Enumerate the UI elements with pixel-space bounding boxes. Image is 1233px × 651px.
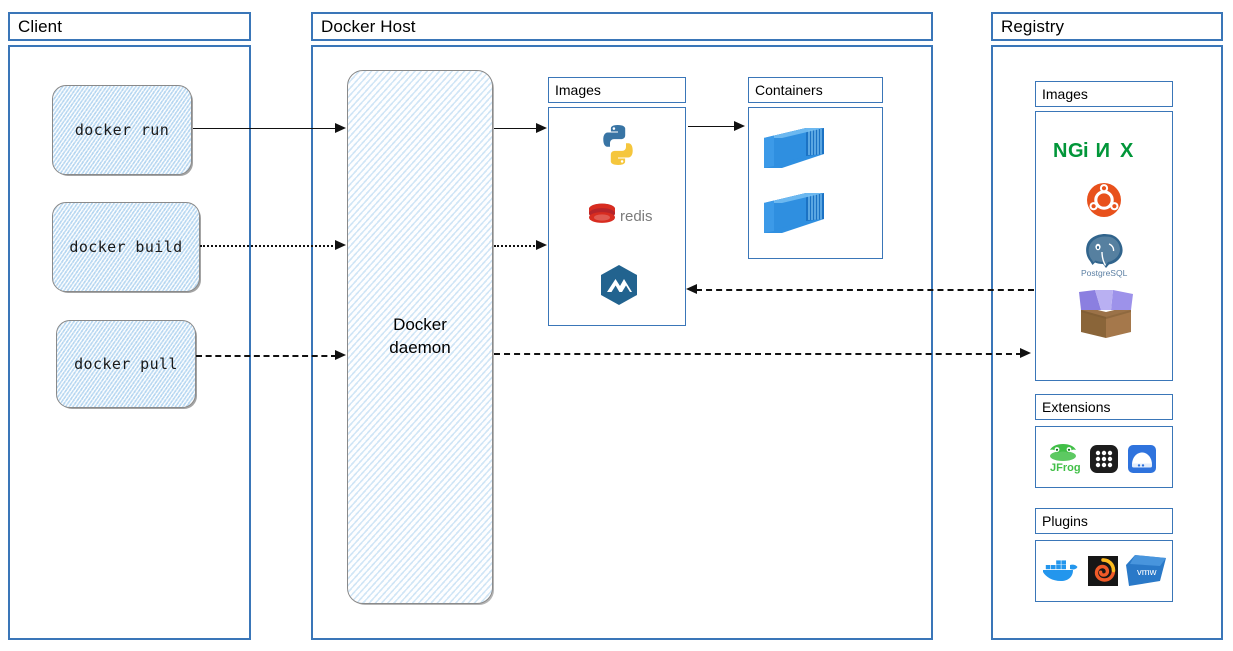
box-flap-left (1079, 290, 1101, 310)
registry-images-header: Images (1035, 81, 1173, 107)
postgres-elephant (1086, 234, 1123, 268)
python-lower-path (610, 143, 633, 165)
grid-dots-icon (1090, 445, 1118, 473)
grid-dots-svg (1090, 445, 1118, 473)
ubuntu-logo (1086, 182, 1122, 218)
connector-daemon-to-registry (494, 353, 1022, 355)
connector-pull-to-daemon (196, 355, 337, 357)
nginx-wordmark-x: X (1120, 140, 1134, 162)
registry-plugins-header: Plugins (1035, 508, 1173, 534)
postgresql-logo: PostgreSQL (1076, 232, 1134, 278)
docker-whale-body (1043, 560, 1078, 581)
jfrog-logo-svg: JFrog (1050, 444, 1080, 474)
container-icon (762, 189, 826, 239)
connector-run-to-daemon (193, 128, 337, 129)
arrowhead-run-to-daemon (335, 123, 346, 133)
open-box-icon (1073, 288, 1139, 342)
vmware-shape-top (1130, 555, 1166, 566)
redis-logo-svg: redis (589, 203, 653, 225)
host-images-body (548, 107, 686, 326)
arrowhead-build-to-daemon (335, 240, 346, 250)
box-flap-center (1095, 290, 1113, 310)
host-containers-header-label: Containers (755, 82, 823, 98)
disk-icon-svg (1128, 445, 1156, 473)
open-box-svg (1079, 290, 1133, 338)
python-logo-svg (603, 125, 633, 165)
redis-logo: redis (588, 200, 654, 230)
vmware-wordmark: vmw (1137, 567, 1157, 578)
hexagon-logo (598, 263, 640, 307)
docker-pull-label: docker pull (74, 355, 178, 373)
arrowhead-pull-to-daemon (335, 350, 346, 360)
hexagon-logo-svg (601, 265, 637, 305)
arrowhead-daemon-to-images-solid (536, 123, 547, 133)
connector-registry-to-host-images (696, 289, 1034, 291)
nginx-logo: NG i N X (1052, 135, 1156, 165)
arrowhead-daemon-to-images-dotted (536, 240, 547, 250)
connector-daemon-to-images-solid (494, 128, 538, 129)
grafana-spiral-accent (1101, 558, 1116, 573)
container-icon-svg-2 (764, 193, 824, 233)
vmware-logo: vmw (1124, 553, 1168, 589)
host-images-header-label: Images (555, 82, 601, 98)
postgresql-wordmark: PostgreSQL (1081, 268, 1128, 278)
python-upper-path (603, 125, 626, 147)
connector-daemon-to-images-dotted (494, 245, 538, 247)
host-images-header: Images (548, 77, 686, 103)
redis-stack-icon (589, 203, 615, 223)
postgresql-logo-svg: PostgreSQL (1081, 234, 1128, 278)
jfrog-logo: JFrog (1046, 442, 1080, 474)
nginx-logo-svg: NG i N X (1053, 140, 1134, 162)
client-panel-header: Client (8, 12, 251, 41)
disk-icon (1128, 445, 1156, 473)
host-containers-header: Containers (748, 77, 883, 103)
docker-run-box[interactable]: docker run (52, 85, 192, 175)
connector-build-to-daemon (200, 245, 337, 247)
registry-plugins-header-label: Plugins (1042, 513, 1088, 529)
container-icon-svg-1 (764, 128, 824, 168)
docker-pull-box[interactable]: docker pull (56, 320, 196, 408)
vmware-logo-svg: vmw (1126, 555, 1166, 586)
docker-build-label: docker build (69, 238, 183, 256)
python-logo (597, 123, 639, 167)
client-header-label: Client (18, 16, 63, 36)
docker-run-label: docker run (74, 121, 170, 139)
docker-daemon[interactable]: Docker daemon (347, 70, 493, 604)
disk-dome (1132, 452, 1152, 465)
host-containers-body (748, 107, 883, 259)
docker-whale-svg (1043, 560, 1078, 581)
docker-host-header-label: Docker Host (321, 16, 416, 36)
jfrog-wordmark: JFrog (1050, 462, 1080, 474)
grafana-logo (1088, 556, 1118, 586)
docker-host-panel-header: Docker Host (311, 12, 933, 41)
arrowhead-images-to-containers (734, 121, 745, 131)
box-flap-right (1111, 290, 1133, 310)
hexagon-valley-right (622, 285, 630, 292)
registry-panel-header: Registry (991, 12, 1223, 41)
grafana-logo-svg (1088, 556, 1118, 586)
arrowhead-registry-to-host-images (686, 284, 697, 294)
nginx-wordmark-i: i (1083, 140, 1089, 162)
registry-images-header-label: Images (1042, 86, 1088, 102)
docker-whale-logo (1042, 556, 1080, 586)
connector-images-to-containers (688, 126, 736, 127)
registry-extensions-header-label: Extensions (1042, 399, 1111, 415)
ubuntu-logo-svg (1087, 183, 1121, 217)
daemon-label-line1: Docker (393, 315, 447, 335)
nginx-wordmark: NG (1053, 140, 1084, 162)
registry-extensions-header: Extensions (1035, 394, 1173, 420)
redis-wordmark: redis (620, 208, 653, 225)
container-icon (762, 124, 826, 174)
nginx-wordmark-n: N (1096, 140, 1110, 162)
registry-header-label: Registry (1001, 16, 1065, 36)
docker-build-box[interactable]: docker build (52, 202, 200, 292)
hexagon-valley-left (611, 285, 620, 292)
daemon-label-line2: daemon (389, 338, 451, 357)
arrowhead-daemon-to-registry (1020, 348, 1031, 358)
grid-dots-dots (1095, 450, 1113, 468)
